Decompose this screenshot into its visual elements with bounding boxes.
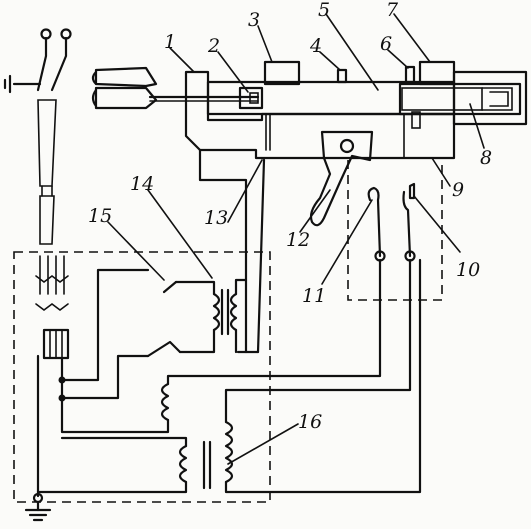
transformer-16-primary [178,444,188,484]
clamp-3 [263,60,301,86]
ground-symbol [24,354,52,522]
label-1: 1 [164,31,176,53]
charge-8 [401,87,483,111]
coil-middle [160,382,170,422]
transformer-14-secondary [229,292,238,332]
contact-11 [367,186,382,258]
label-4: 4 [309,35,322,57]
label-8: 8 [480,147,492,169]
clamp-7 [418,60,456,86]
label-9: 9 [452,179,464,201]
transformer-14-primary [212,292,221,332]
label-6: 6 [380,33,392,55]
leader-lines [107,13,485,465]
label-10: 10 [456,259,480,281]
label-2: 2 [207,35,220,57]
pin-4 [336,68,348,84]
label-13: 13 [204,207,228,229]
label-12: 12 [286,229,310,251]
label-11: 11 [302,285,326,307]
supply-cable [3,28,72,360]
switch-15-lower [146,340,182,358]
label-15: 15 [88,205,112,227]
label-5: 5 [318,0,330,21]
cable-plug [91,66,158,110]
label-3: 3 [248,9,260,31]
nut-2 [238,86,264,110]
label-14: 14 [130,173,154,195]
trigger-12 [309,130,374,227]
transformer-16-secondary [224,420,234,484]
switch-box [347,160,443,301]
label-7: 7 [386,0,399,21]
label-16: 16 [298,411,322,433]
barrel-extension [398,70,528,126]
circuit-wires [36,148,422,494]
part-labels: 1 2 3 4 5 6 7 8 9 10 11 12 13 14 15 16 [88,0,492,433]
pin-6 [404,65,416,84]
switch-15-upper [162,280,178,294]
contact-10 [402,190,412,258]
